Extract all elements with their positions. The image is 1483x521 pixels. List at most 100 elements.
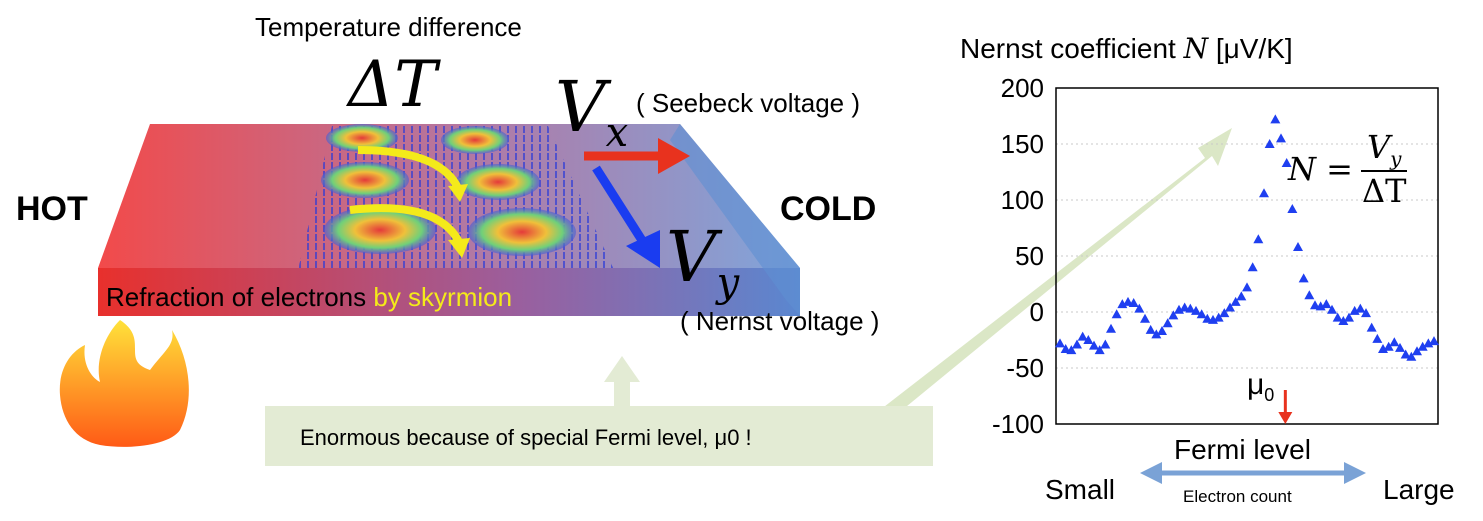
data-point — [1287, 203, 1298, 213]
swirl-arrows — [349, 146, 464, 246]
data-point — [1179, 302, 1190, 312]
cold-label: COLD — [780, 190, 877, 228]
data-point — [1202, 313, 1213, 323]
flame-icon — [59, 320, 189, 447]
data-point — [1259, 188, 1269, 198]
data-point — [1123, 296, 1133, 306]
mu0-label: μ0 — [1247, 368, 1275, 405]
data-point — [1225, 302, 1235, 312]
data-point — [1366, 322, 1377, 332]
data-point — [1060, 343, 1071, 353]
data-point — [1072, 339, 1082, 349]
data-point — [1219, 308, 1230, 318]
data-point — [1389, 337, 1400, 347]
chart-y-title: Nernst coefficient N [μV/K] — [960, 32, 1293, 65]
data-point — [1242, 282, 1252, 292]
y-tick-label: 50 — [1015, 241, 1044, 271]
callout-up-arrow — [604, 356, 640, 408]
vy-label: Vy — [666, 216, 740, 306]
data-point — [1077, 331, 1088, 341]
formula-numerator: Vy — [1360, 128, 1408, 173]
fermi-label: Fermi level — [1174, 434, 1311, 465]
data-point — [1270, 114, 1281, 124]
data-point — [1281, 158, 1292, 168]
data-point — [1417, 341, 1428, 351]
data-point — [1055, 338, 1065, 348]
data-point — [1151, 329, 1162, 339]
large-label: Large — [1383, 474, 1455, 505]
small-label: Small — [1045, 474, 1116, 505]
vx-label: Vx — [555, 66, 629, 156]
y-tick-label: -50 — [1006, 353, 1044, 383]
data-point — [1304, 290, 1315, 300]
data-point — [1089, 340, 1099, 350]
data-point — [1066, 345, 1077, 355]
data-point — [1128, 298, 1139, 308]
delta-t-label: ΔT — [348, 48, 437, 122]
refraction-label: Refraction of electrons by skyrmion — [106, 282, 513, 312]
data-point — [1372, 333, 1383, 343]
data-point — [1191, 305, 1201, 315]
data-point — [1145, 324, 1156, 334]
data-point — [1344, 312, 1354, 322]
data-point — [1111, 309, 1122, 319]
vx-arrowhead — [658, 138, 690, 174]
data-point — [1213, 312, 1224, 322]
mu0-arrowhead — [1278, 412, 1293, 424]
data-point — [1094, 345, 1105, 355]
data-point — [1100, 339, 1111, 349]
slab-diagram — [59, 124, 800, 447]
data-point — [1327, 304, 1337, 314]
y-tick-label: 200 — [1001, 73, 1044, 103]
data-point — [1230, 296, 1241, 306]
data-point — [1236, 291, 1247, 301]
data-point — [1355, 303, 1366, 313]
plot-frame — [1055, 87, 1439, 425]
refraction-highlight: by skyrmion — [373, 282, 513, 312]
nernst-label: ( Nernst voltage ) — [680, 306, 880, 336]
data-point — [1400, 349, 1411, 359]
data-point — [1185, 303, 1196, 313]
slab-front-face — [98, 268, 800, 316]
data-point — [1406, 351, 1417, 361]
data-point — [1383, 341, 1394, 351]
formula: N = Vy ΔT — [1288, 128, 1408, 211]
data-point — [1083, 335, 1094, 344]
data-point — [1310, 300, 1320, 310]
electron-count-arrow — [1140, 462, 1366, 484]
data-point — [1276, 133, 1286, 143]
data-point — [1338, 315, 1349, 325]
slab-right-face — [670, 124, 800, 316]
data-point — [1253, 234, 1264, 244]
electron-count-label: Electron count — [1183, 487, 1292, 506]
data-point — [1106, 323, 1116, 333]
data-point — [1134, 303, 1145, 313]
data-point — [1247, 262, 1258, 272]
formula-denominator: ΔT — [1361, 172, 1407, 211]
seebeck-label: ( Seebeck voltage ) — [636, 88, 861, 118]
data-point — [1298, 273, 1309, 283]
data-point — [1264, 139, 1275, 148]
y-tick-label: 150 — [1001, 129, 1044, 159]
data-point — [1395, 342, 1405, 352]
hot-label: HOT — [16, 190, 88, 228]
data-point — [1429, 336, 1439, 346]
data-point — [1293, 242, 1303, 252]
data-point — [1361, 308, 1371, 318]
nernst-chart: 200 150 100 50 0 -50 -100 — [992, 73, 1439, 439]
data-point — [1321, 299, 1332, 309]
data-point — [1332, 312, 1343, 322]
y-tick-label: 0 — [1030, 297, 1044, 327]
data-point — [1140, 313, 1150, 323]
swirl-arrowhead-2 — [448, 238, 470, 258]
data-point — [1162, 318, 1173, 328]
vy-arrow — [592, 165, 649, 248]
y-tick-label: 100 — [1001, 185, 1044, 215]
data-point — [1157, 326, 1167, 336]
temperature-label: Temperature difference — [255, 12, 522, 42]
data-point — [1196, 309, 1207, 319]
data-point — [1412, 346, 1422, 356]
vy-arrowhead — [626, 230, 660, 268]
note-callout-box — [265, 406, 933, 466]
y-tick-label: -100 — [992, 409, 1044, 439]
